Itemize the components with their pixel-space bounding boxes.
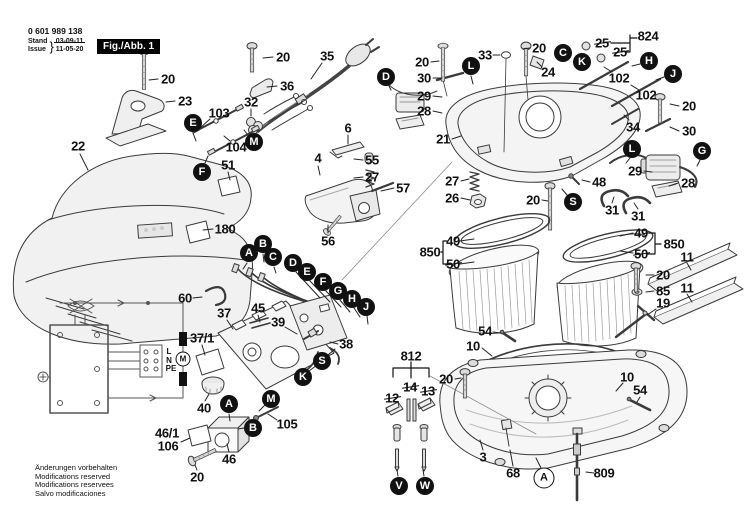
screw-20-d [520, 41, 532, 77]
wiring-schematic [37, 298, 187, 414]
motor-housing-21 [341, 58, 641, 281]
button-55 [364, 152, 374, 164]
rod-57 [370, 181, 395, 193]
plate-37-1 [195, 348, 225, 376]
screw-20-a [138, 48, 150, 90]
screw-20-f [544, 182, 556, 231]
cable-clamp-36 [249, 78, 274, 99]
latch-68 [500, 418, 513, 431]
pin-54-b [628, 398, 652, 412]
document-part-number: 0 601 989 138 [28, 26, 83, 36]
plate-46-1 [187, 424, 212, 447]
stand-label: Stand [28, 38, 48, 45]
screw-20-c [437, 42, 449, 82]
hood-22 [12, 152, 253, 345]
float-clamp-46 [187, 406, 279, 453]
screw-105 [257, 406, 279, 418]
wire-clip-60 [204, 286, 227, 307]
handle-bracket-23 [105, 89, 167, 147]
spring-27-b [469, 171, 480, 192]
old-date: 03-09-11 [54, 38, 85, 45]
brace-glyph: } [49, 38, 54, 54]
filter-50-right [556, 265, 641, 347]
foam-strip-11-b [653, 282, 744, 325]
pad-12 [385, 401, 404, 416]
spring-27 [365, 169, 375, 188]
pcb-38 [289, 294, 348, 351]
modifications-note: Änderungen vorbehalten Modifications res… [35, 463, 118, 498]
bolt-102-a [578, 60, 630, 91]
carry-handle-4 [304, 152, 395, 224]
t-pin-19 [614, 312, 648, 339]
note-line-es: Salvo modificaciones [35, 488, 106, 498]
rod-30-a [435, 71, 465, 82]
bolt-102-b [610, 77, 662, 108]
pin-54-a [501, 331, 517, 343]
gasket-49-right [562, 229, 654, 263]
note-line-en: Modifications reserved [35, 471, 111, 481]
cord-assembly-right [469, 153, 698, 215]
container-3 [429, 342, 688, 502]
note-line-de: Änderungen vorbehalten [35, 463, 118, 472]
switch-assembly [195, 263, 348, 395]
terminal-block [139, 344, 163, 378]
strip-14 [412, 398, 417, 422]
rod-30-b [644, 117, 672, 133]
screw-20-e [654, 93, 666, 124]
choke-symbol [179, 372, 187, 386]
cord-hook-31-a [600, 188, 630, 208]
nut-25-a [581, 41, 591, 51]
pad-13 [417, 397, 436, 412]
bar-6 [329, 141, 365, 159]
issue-label: Issue [28, 46, 46, 53]
callout-brackets [440, 34, 662, 265]
screw-20-b [246, 42, 258, 73]
issue-date: 11-05-20 [55, 46, 84, 53]
label-plate-51 [217, 175, 241, 197]
gasket-49-left [453, 212, 551, 250]
figure-label: Fig./Abb. 1 [97, 39, 161, 54]
wires-103-104 [190, 103, 260, 156]
pins-45 [249, 317, 271, 329]
power-cord-35 [256, 38, 380, 133]
label-plate-180 [185, 220, 211, 244]
ring-33 [501, 51, 511, 59]
title-block: 0 601 989 138 Stand Issue } 03-09-11 11-… [28, 26, 85, 54]
fan-symbol [67, 298, 95, 314]
nut-25-b [596, 53, 606, 63]
note-line-fr: Modifications reservees [35, 480, 114, 490]
switch-parts-top [388, 41, 672, 133]
choke-symbol [179, 332, 187, 346]
cord-hook-31-b [622, 195, 652, 215]
strip-14 [406, 398, 411, 422]
screw-48 [571, 176, 580, 185]
filters-850 [448, 212, 744, 347]
small-parts-812 [385, 361, 436, 472]
filter-50-left [449, 251, 539, 334]
